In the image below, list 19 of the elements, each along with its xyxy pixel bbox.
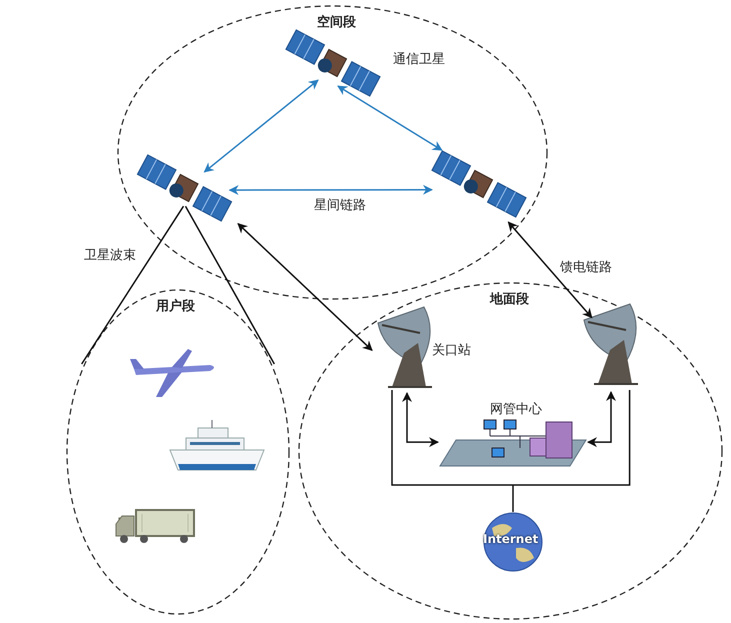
segment-title: 用户段	[156, 298, 195, 315]
arrow	[337, 85, 443, 151]
arrow	[237, 223, 373, 351]
node-caption: 通信卫星	[393, 51, 445, 68]
node-caption: 关口站	[432, 342, 471, 359]
center-label: 网管中心	[490, 401, 542, 418]
edge-label: 卫星波束	[82, 246, 138, 264]
connector-line	[391, 389, 630, 513]
arrow	[587, 391, 616, 448]
arrow	[508, 221, 592, 318]
arrow	[204, 80, 319, 173]
arrow	[402, 392, 439, 448]
segment-title: 空间段	[317, 14, 356, 31]
segment-title: 地面段	[490, 291, 529, 308]
arrow	[228, 184, 433, 196]
globe-label: Internet	[483, 532, 538, 546]
connector-line	[80, 205, 276, 365]
edge-label: 馈电链路	[558, 258, 614, 276]
edge-label: 星间链路	[312, 196, 368, 214]
